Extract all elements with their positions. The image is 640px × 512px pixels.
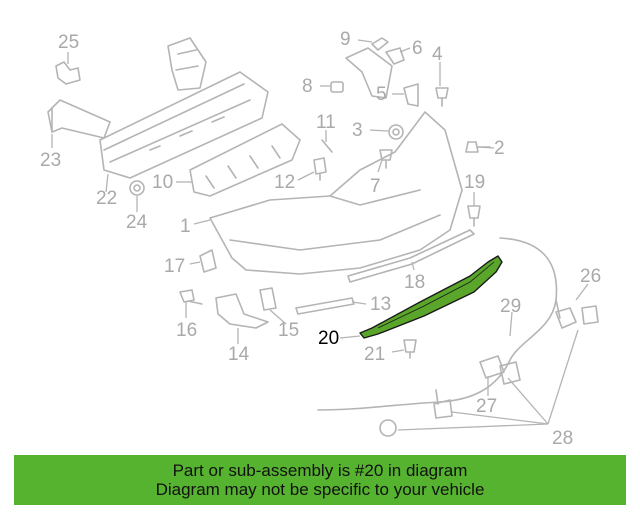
sensor-bracket-28-part	[581, 305, 599, 325]
clip-24-part	[129, 180, 145, 196]
sensor-27-part	[479, 355, 505, 379]
callout-24[interactable]: 24	[126, 212, 148, 233]
sensor-28d-part	[379, 419, 397, 437]
bracket-17-part	[199, 249, 217, 273]
bracket-15-part	[259, 287, 277, 311]
callout-13[interactable]: 13	[370, 294, 391, 315]
callout-29[interactable]: 29	[500, 296, 521, 317]
callout-20[interactable]: 20	[318, 328, 339, 349]
wiring-harness-29-part	[317, 237, 561, 411]
bolt-16-part	[179, 289, 203, 305]
sensor-28b-part	[499, 361, 521, 385]
banner-line-part-number: Part or sub-assembly is #20 in diagram	[172, 461, 468, 480]
sensor-26-part	[555, 307, 577, 329]
callout-11[interactable]: 11	[316, 112, 336, 133]
pad-8-part	[330, 81, 344, 93]
callout-22[interactable]: 22	[96, 188, 117, 209]
bumper-cover-part	[209, 111, 463, 275]
callout-12[interactable]: 12	[274, 172, 295, 193]
callout-14[interactable]: 14	[228, 344, 250, 365]
bolt-21-part	[403, 339, 417, 359]
molding-13-part	[295, 297, 355, 315]
upper-bracket-part	[167, 37, 207, 91]
reinforcement-beam-part	[99, 71, 269, 179]
highlighted-part-20[interactable]	[359, 255, 503, 339]
energy-absorber-part	[189, 123, 301, 197]
callout-15[interactable]: 15	[278, 320, 299, 341]
leader-lines	[51, 39, 589, 431]
bracket-25-part	[55, 61, 81, 85]
molding-18-part	[347, 229, 475, 283]
pin-11-part	[321, 139, 333, 153]
callout-3[interactable]: 3	[352, 120, 363, 141]
callout-23[interactable]: 23	[40, 150, 61, 171]
bolt-9-part	[371, 37, 389, 51]
bracket-14-part	[215, 293, 269, 329]
bracket-23-part	[47, 99, 111, 139]
callout-25[interactable]: 25	[58, 32, 79, 53]
nut-3-part	[388, 124, 404, 140]
callout-21[interactable]: 21	[364, 344, 385, 365]
bracket-6-part	[345, 47, 405, 99]
callout-27[interactable]: 27	[476, 396, 497, 417]
parts-diagram: 25 9 6 4 8 5 11 3 2 23 7 12 10 19 22 24 …	[40, 29, 601, 449]
callout-2[interactable]: 2	[494, 138, 505, 159]
callout-7[interactable]: 7	[370, 176, 381, 197]
callout-9[interactable]: 9	[340, 29, 351, 50]
callout-18[interactable]: 18	[404, 272, 425, 293]
callout-26[interactable]: 26	[580, 266, 601, 287]
callout-5[interactable]: 5	[376, 84, 387, 105]
sensor-28c-part	[433, 399, 453, 419]
callout-19[interactable]: 19	[464, 172, 485, 193]
rivet-4-part	[435, 87, 449, 107]
callouts: 25 9 6 4 8 5 11 3 2 23 7 12 10 19 22 24 …	[40, 29, 601, 449]
callout-6[interactable]: 6	[412, 38, 423, 59]
info-banner: Part or sub-assembly is #20 in diagram D…	[14, 455, 626, 505]
callout-16[interactable]: 16	[176, 320, 197, 341]
banner-line-disclaimer: Diagram may not be specific to your vehi…	[155, 480, 485, 499]
callout-10[interactable]: 10	[152, 172, 173, 193]
callout-4[interactable]: 4	[432, 44, 443, 65]
clip-19-part	[467, 205, 481, 227]
clip-7-part	[379, 149, 393, 169]
callout-28[interactable]: 28	[552, 428, 573, 449]
bracket-5-part	[403, 83, 419, 107]
callout-1[interactable]: 1	[180, 216, 191, 237]
callout-17[interactable]: 17	[164, 256, 185, 277]
clip-12-part	[313, 157, 327, 181]
callout-8[interactable]: 8	[302, 76, 313, 97]
